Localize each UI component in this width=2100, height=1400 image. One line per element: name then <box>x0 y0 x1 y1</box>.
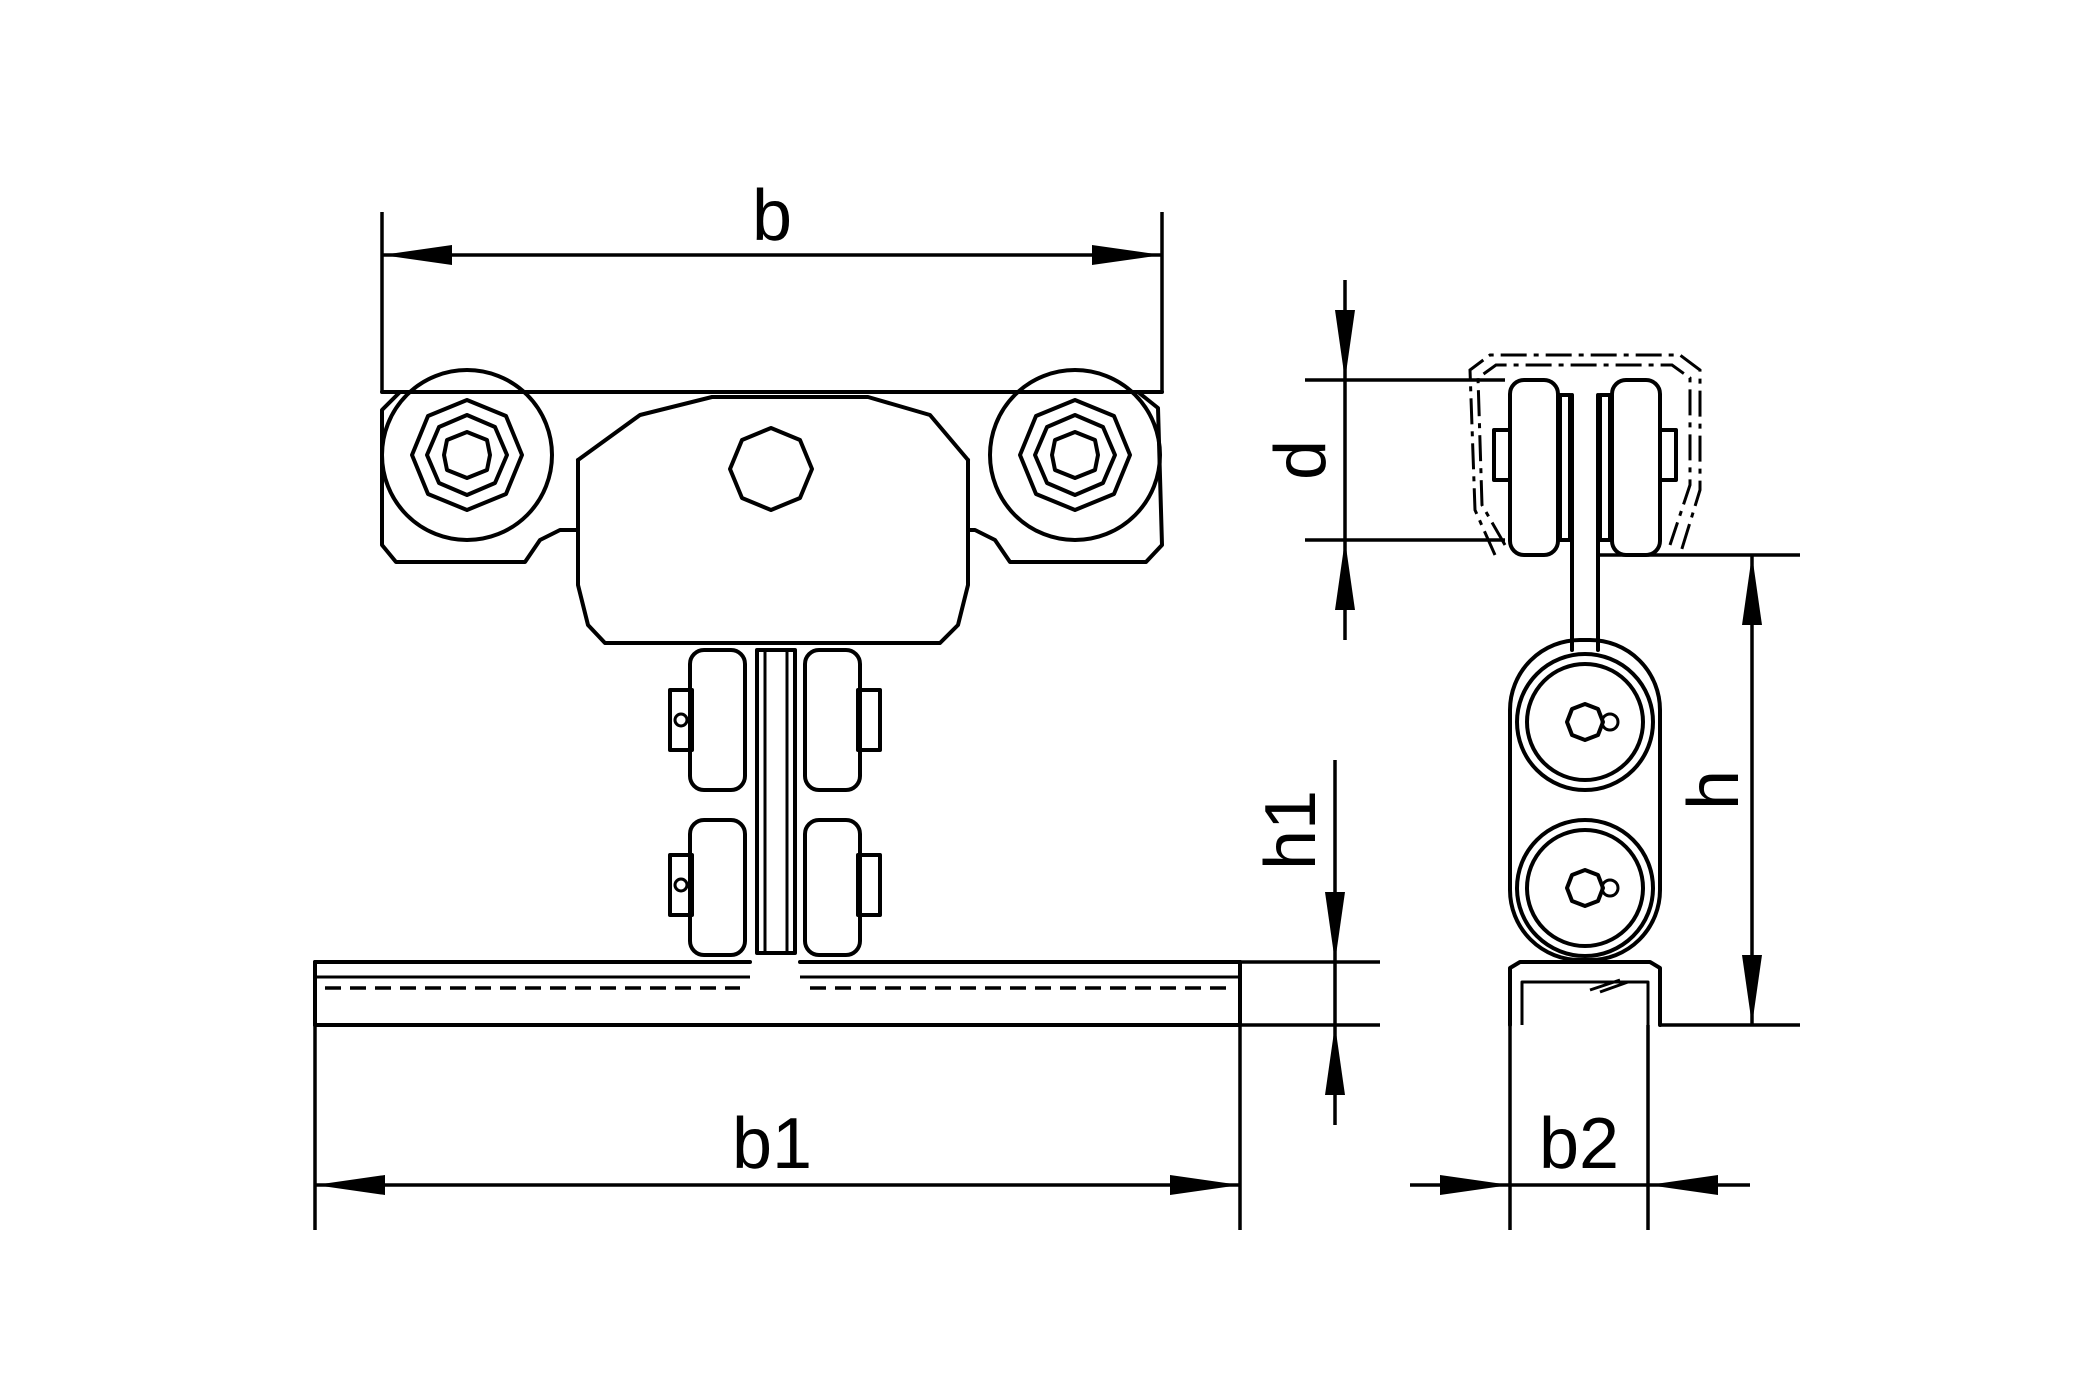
carriage-plate <box>380 390 1164 645</box>
guide-roller-upper-left <box>668 648 747 792</box>
dimension-d: d <box>1261 280 1505 640</box>
center-bolt <box>728 426 814 512</box>
dimension-h: h <box>1600 553 1800 1027</box>
dimension-b2: b2 <box>1410 1025 1750 1230</box>
hanging-plate <box>1570 393 1600 652</box>
label-h: h <box>1674 770 1754 810</box>
rail-front <box>313 960 1242 1027</box>
label-b: b <box>752 176 792 256</box>
label-d: d <box>1261 440 1341 480</box>
rail-side <box>1508 960 1662 1027</box>
left-wheel <box>380 368 554 542</box>
label-b2: b2 <box>1539 1104 1619 1184</box>
side-view <box>1468 353 1702 1027</box>
guide-roller-lower-right <box>803 818 882 957</box>
label-b1: b1 <box>732 1104 812 1184</box>
lower-roller-body <box>1508 638 1662 962</box>
guide-roller-lower-left <box>668 818 747 957</box>
guide-roller-upper-right <box>803 648 882 792</box>
dimension-b1: b1 <box>313 1025 1242 1230</box>
label-h1: h1 <box>1251 790 1331 870</box>
dimension-b: b <box>380 176 1164 392</box>
front-view <box>313 368 1242 1027</box>
vertical-web <box>755 648 797 955</box>
right-wheel <box>988 368 1162 542</box>
dimension-h1: h1 <box>1240 760 1380 1125</box>
top-roller-housing <box>1468 353 1702 557</box>
